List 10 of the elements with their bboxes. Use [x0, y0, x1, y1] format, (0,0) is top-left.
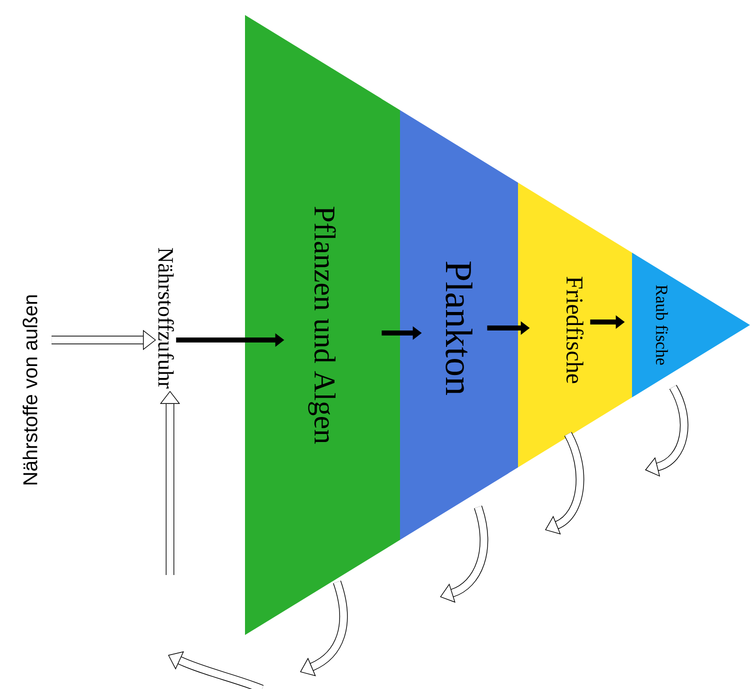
pyramid-band: Pflanzen und Algen: [245, 15, 400, 635]
arrow: [545, 432, 584, 534]
pyramid-band: Plankton: [400, 110, 518, 540]
pyramid-band: Raub fische: [632, 252, 750, 398]
arrow: [300, 580, 348, 676]
arrow: [645, 385, 688, 477]
side-label: Nährstoffe von außen: [22, 295, 38, 484]
arrow: [440, 506, 488, 603]
pyramid-band: Friedfische: [518, 182, 632, 468]
side-label: Nährstoffzufuhr: [158, 248, 174, 388]
